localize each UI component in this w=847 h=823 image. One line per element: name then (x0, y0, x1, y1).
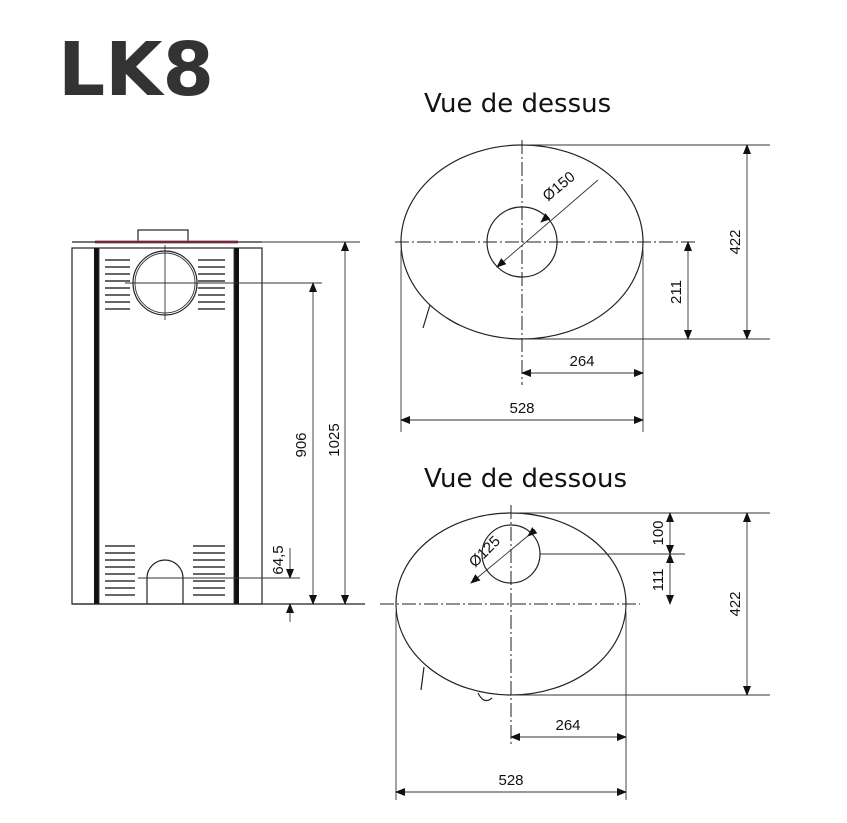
dim-top-width: 528 (509, 400, 534, 417)
dim-front-inlet-height: 64,5 (270, 545, 287, 574)
top-view-title: Vue de dessus (424, 89, 611, 119)
dim-bottom-offset-111: 111 (650, 569, 667, 592)
upper-right-grill (198, 259, 225, 310)
model-title: LK8 (58, 27, 214, 113)
lower-left-grill (105, 545, 135, 596)
dim-top-depth: 422 (727, 229, 744, 254)
dim-top-flue-offset: 211 (668, 280, 685, 304)
dim-bottom-offset-100: 100 (650, 520, 667, 545)
upper-left-grill (105, 259, 130, 310)
stove-body (71, 247, 263, 605)
dim-bottom-depth: 422 (727, 591, 744, 616)
right-column (234, 248, 239, 604)
front-view: 1025 906 64,5 (71, 229, 365, 622)
lower-right-grill (193, 545, 225, 596)
air-inlet-arch (146, 559, 184, 604)
flue-collar (137, 229, 189, 243)
dim-bottom-width: 528 (498, 772, 523, 789)
dim-bottom-half-width: 264 (555, 717, 580, 734)
dim-top-flue-diameter: Ø150 (540, 168, 579, 205)
bottom-view: Ø125 100 111 422 264 528 (380, 505, 770, 800)
dim-top-half-width: 264 (569, 353, 594, 370)
bottom-view-title: Vue de dessous (424, 464, 627, 494)
top-view: Ø150 422 211 264 528 (395, 140, 770, 432)
dim-front-height: 1025 (326, 423, 343, 456)
dim-front-flue-height: 906 (293, 432, 310, 457)
left-column (94, 248, 99, 604)
